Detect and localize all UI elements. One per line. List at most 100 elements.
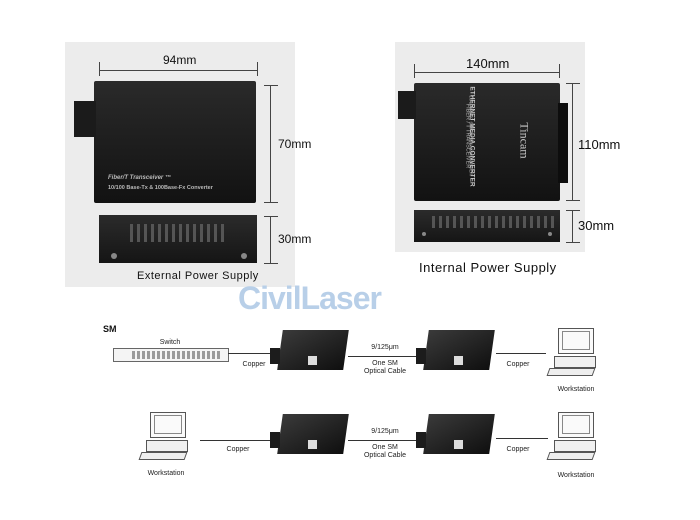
right-caption: Internal Power Supply	[419, 260, 557, 275]
row2-conv-a-port	[270, 432, 280, 448]
row1-conv-b-port	[416, 348, 426, 364]
vent-slot	[467, 216, 470, 228]
right-depth-tick-b	[566, 242, 580, 243]
row2-workstation-end-icon	[546, 412, 598, 464]
vent-slot	[193, 224, 196, 242]
row2-fiber-line	[348, 440, 422, 441]
row2-converter-a	[270, 414, 349, 458]
right-height-label: 110mm	[578, 137, 621, 152]
vent-slot	[446, 216, 449, 228]
left-depth-tick-t	[264, 216, 278, 217]
row2-copper-right-line	[496, 438, 548, 439]
right-product-text: Tincam ETHERNET MEDIA CONVERTER FIBER / …	[444, 86, 554, 197]
vent-slot	[551, 216, 554, 228]
row1-workstation-icon	[546, 328, 598, 380]
screw-left	[111, 253, 117, 259]
left-height-tick-t	[264, 85, 278, 86]
vent-slot	[144, 224, 147, 242]
vent-slot	[130, 224, 133, 242]
vent-slot	[537, 216, 540, 228]
vent-slot	[509, 216, 512, 228]
left-height-tick-b	[264, 202, 278, 203]
vent-slot	[186, 224, 189, 242]
vent-slot	[221, 224, 224, 242]
right-width-tick-r	[559, 64, 560, 78]
vent-slot	[502, 216, 505, 228]
vent-slot	[530, 216, 533, 228]
row1-fiber-cable: One SM Optical Cable	[363, 360, 407, 375]
right-screw-right	[548, 232, 552, 236]
switch-ports	[132, 351, 222, 359]
row2-copper-left-line	[200, 440, 290, 441]
row1-converter-b	[416, 330, 495, 374]
vent-slot	[516, 216, 519, 228]
vent-slot	[179, 224, 182, 242]
left-product-label-1: Fiber/T Transceiver ™	[108, 175, 171, 181]
sm-mode-label: SM	[103, 324, 117, 334]
row1-workstation-label: Workstation	[557, 386, 595, 393]
switch-label: Switch	[159, 339, 181, 346]
row2-ws2-base	[554, 440, 596, 452]
vent-slot	[481, 216, 484, 228]
row1-ws-keyboard	[546, 368, 596, 376]
row1-conv-b-rj45	[454, 356, 463, 365]
left-depth-tick-b	[264, 263, 278, 264]
vent-slot	[453, 216, 456, 228]
vent-slot	[207, 224, 210, 242]
vent-slot	[439, 216, 442, 228]
civillaser-logo: CivilLaser	[238, 280, 382, 316]
row2-fiber-spec: 9/125μm	[371, 428, 399, 435]
row1-conv-a-port	[270, 348, 280, 364]
left-height-label: 70mm	[278, 137, 312, 151]
left-width-tick-l	[99, 62, 100, 76]
right-depth-tick-t	[566, 210, 580, 211]
vent-slot	[544, 216, 547, 228]
vent-slot	[172, 224, 175, 242]
vent-slot	[488, 216, 491, 228]
right-height-tick-b	[566, 200, 580, 201]
right-product-label-3: 10/100M/1G SMF MEDIA CONVERTER	[468, 95, 474, 176]
row2-conv-b-rj45	[454, 440, 463, 449]
row1-conv-a-rj45	[308, 356, 317, 365]
sc-port-block	[74, 101, 96, 137]
screw-right	[241, 253, 247, 259]
row2-copper-left-label: Copper	[226, 446, 250, 453]
left-depth-dimline	[270, 216, 271, 263]
vent-slot	[495, 216, 498, 228]
vent-slot	[165, 224, 168, 242]
vent-slot	[474, 216, 477, 228]
row1-ws-screen	[562, 331, 590, 350]
row1-fiber-spec: 9/125μm	[371, 344, 399, 351]
right-height-dimline	[572, 83, 573, 200]
brand-text: Tincam	[517, 122, 532, 159]
switch-device	[113, 348, 229, 362]
vent-slot	[137, 224, 140, 242]
row2-ws2-keyboard	[546, 452, 596, 460]
right-depth-dimline	[572, 210, 573, 242]
row1-copper-left-line	[228, 353, 288, 354]
row2-conv-a-rj45	[308, 440, 317, 449]
row1-converter-a	[270, 330, 349, 374]
right-sc-port-block	[398, 91, 416, 119]
row2-conv-b-port	[416, 432, 426, 448]
right-converter-front-view	[414, 210, 560, 242]
row1-ws-base	[554, 356, 596, 368]
left-width-label: 94mm	[163, 53, 197, 67]
vent-slot	[151, 224, 154, 242]
row1-copper-right-label: Copper	[506, 361, 530, 368]
left-converter-top-view: Fiber/T Transceiver ™ 10/100 Base-Tx & 1…	[74, 81, 256, 203]
row2-converter-b	[416, 414, 495, 458]
right-height-tick-t	[566, 83, 580, 84]
left-width-dimline	[100, 70, 258, 71]
vent-slot	[523, 216, 526, 228]
right-width-tick-l	[414, 64, 415, 78]
left-product-label-2: 10/100 Base-Tx & 100Base-Fx Converter	[108, 185, 213, 191]
left-height-dimline	[270, 85, 271, 202]
row2-workstation-start-label: Workstation	[147, 470, 185, 477]
right-side-edge	[558, 103, 568, 183]
left-converter-front-view	[99, 215, 257, 263]
vent-slot	[158, 224, 161, 242]
row2-ws1-keyboard	[138, 452, 188, 460]
row1-copper-right-line	[496, 353, 546, 354]
left-caption: External Power Supply	[137, 270, 259, 282]
